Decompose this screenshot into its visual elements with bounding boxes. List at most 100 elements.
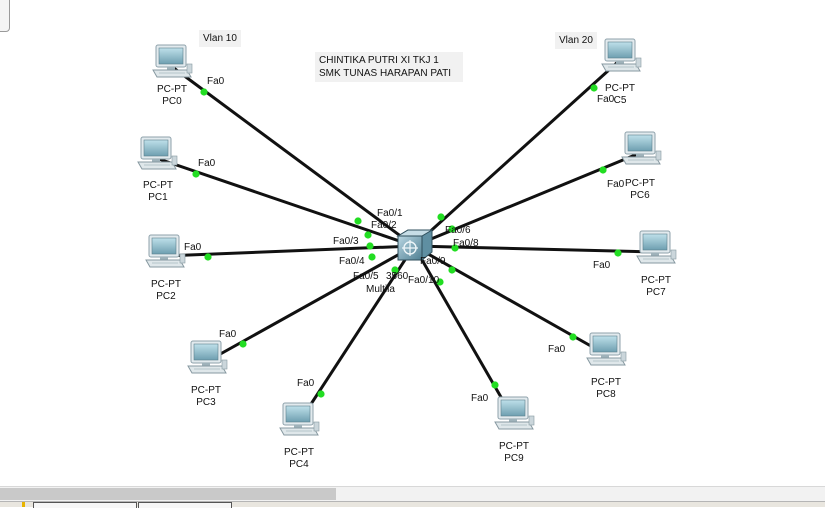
- multilayer-switch-icon[interactable]: [396, 229, 434, 261]
- device-type-label: PC-PT: [151, 279, 181, 290]
- pc-pc7[interactable]: [636, 230, 677, 264]
- pc-pc2[interactable]: [145, 234, 186, 268]
- status-marker-icon: [22, 502, 25, 507]
- desktop-pc-icon[interactable]: [601, 38, 642, 72]
- vlan10-note[interactable]: Vlan 10: [199, 30, 241, 47]
- desktop-pc-icon[interactable]: [137, 136, 178, 170]
- title-note[interactable]: CHINTIKA PUTRI XI TKJ 1 SMK TUNAS HARAPA…: [315, 52, 463, 82]
- switch-name-label: Multila: [366, 284, 395, 295]
- switch-port-label: Fa0/6: [445, 225, 471, 236]
- link-status-dot: [437, 213, 445, 221]
- device-name-label: PC4: [289, 459, 309, 470]
- pc-pc4[interactable]: [279, 402, 320, 436]
- device-name-label: PC3: [196, 397, 216, 408]
- desktop-pc-icon[interactable]: [621, 131, 662, 165]
- horizontal-scrollbar[interactable]: [0, 486, 825, 501]
- pc-pc6[interactable]: [621, 131, 662, 165]
- switch-port-label: Fa0/2: [371, 220, 397, 231]
- switch-port-label: Fa0/1: [377, 208, 403, 219]
- device-name-label: PC6: [630, 190, 650, 201]
- device-name-label: C5: [614, 95, 627, 106]
- switch-model-label: 3560: [386, 271, 409, 282]
- device-type-label: PC-PT: [191, 385, 221, 396]
- device-name-label: PC1: [148, 192, 168, 203]
- link-status-dot: [317, 390, 325, 398]
- device-type-label: PC-PT: [641, 275, 671, 286]
- switch-port-label: Fa0/4: [339, 256, 365, 267]
- desktop-pc-icon[interactable]: [145, 234, 186, 268]
- pc-pc3[interactable]: [187, 340, 228, 374]
- topology-diagram: 3560MultilaPC-PTPC0Fa0Fa0/1PC-PTPC1Fa0Fa…: [137, 38, 677, 470]
- bottom-tab-1[interactable]: [33, 502, 137, 508]
- link-pc5[interactable]: [412, 58, 622, 248]
- pc-port-label: Fa0: [207, 76, 225, 87]
- workspace-corner-handle: [0, 0, 10, 32]
- desktop-pc-icon[interactable]: [187, 340, 228, 374]
- link-status-dot: [368, 253, 376, 261]
- pc-port-label: Fa0: [184, 242, 202, 253]
- pc-pc8[interactable]: [586, 332, 627, 366]
- link-status-dot: [204, 253, 212, 261]
- device-name-label: PC0: [162, 96, 182, 107]
- desktop-pc-icon[interactable]: [636, 230, 677, 264]
- device-type-label: PC-PT: [143, 180, 173, 191]
- device-name-label: PC2: [156, 291, 176, 302]
- pc-port-label: Fa0: [471, 393, 489, 404]
- scrollbar-thumb[interactable]: [0, 488, 336, 500]
- link-status-dot: [614, 249, 622, 257]
- device-type-label: PC-PT: [605, 83, 635, 94]
- link-status-dot: [491, 381, 499, 389]
- pc-pc0[interactable]: [152, 44, 193, 78]
- pc-port-label: Fa0: [198, 158, 216, 169]
- link-status-dot: [366, 242, 374, 250]
- link-pc9[interactable]: [412, 245, 515, 419]
- switch-port-label: Fa0/9: [420, 256, 446, 267]
- link-pc4[interactable]: [296, 245, 416, 425]
- link-pc3[interactable]: [205, 244, 415, 364]
- pc-port-label: Fa0: [607, 179, 625, 190]
- device-type-label: PC-PT: [591, 377, 621, 388]
- desktop-pc-icon[interactable]: [279, 402, 320, 436]
- switch-port-label: Fa0/5: [353, 271, 379, 282]
- link-status-dot: [590, 84, 598, 92]
- vlan20-note[interactable]: Vlan 20: [555, 32, 597, 49]
- desktop-pc-icon[interactable]: [152, 44, 193, 78]
- device-name-label: PC9: [504, 453, 524, 464]
- device-type-label: PC-PT: [499, 441, 529, 452]
- pc-pc1[interactable]: [137, 136, 178, 170]
- link-status-dot: [448, 266, 456, 274]
- link-status-dot: [364, 231, 372, 239]
- pc-port-label: Fa0: [597, 94, 615, 105]
- bottom-tab-2[interactable]: [138, 502, 232, 508]
- link-status-dot: [451, 244, 459, 252]
- link-status-dot: [448, 225, 456, 233]
- link-status-dot: [200, 88, 208, 96]
- link-status-dot: [239, 340, 247, 348]
- pc-port-label: Fa0: [593, 260, 611, 271]
- device-name-label: PC8: [596, 389, 616, 400]
- pc-pc5[interactable]: [601, 38, 642, 72]
- link-pc2[interactable]: [163, 244, 415, 258]
- pc-port-label: Fa0: [548, 344, 566, 355]
- note-line-2: SMK TUNAS HARAPAN PATI: [319, 68, 452, 79]
- desktop-pc-icon[interactable]: [494, 396, 535, 430]
- link-pc0[interactable]: [170, 64, 415, 248]
- pc-port-label: Fa0: [219, 329, 237, 340]
- device-type-label: PC-PT: [625, 178, 655, 189]
- link-status-dot: [354, 217, 362, 225]
- link-status-dot: [599, 166, 607, 174]
- link-status-dot: [192, 170, 200, 178]
- link-status-dot: [391, 266, 399, 274]
- device-type-label: PC-PT: [284, 447, 314, 458]
- link-status-dot: [569, 333, 577, 341]
- desktop-pc-icon[interactable]: [586, 332, 627, 366]
- pc-port-label: Fa0: [297, 378, 315, 389]
- link-status-dot: [436, 278, 444, 286]
- pc-pc9[interactable]: [494, 396, 535, 430]
- switch-port-label: Fa0/3: [333, 236, 359, 247]
- note-line-1: CHINTIKA PUTRI XI TKJ 1: [319, 55, 439, 66]
- switch-port-label: Fa0/10: [408, 275, 440, 286]
- device-name-label: PC7: [646, 287, 666, 298]
- status-bar: [0, 501, 825, 508]
